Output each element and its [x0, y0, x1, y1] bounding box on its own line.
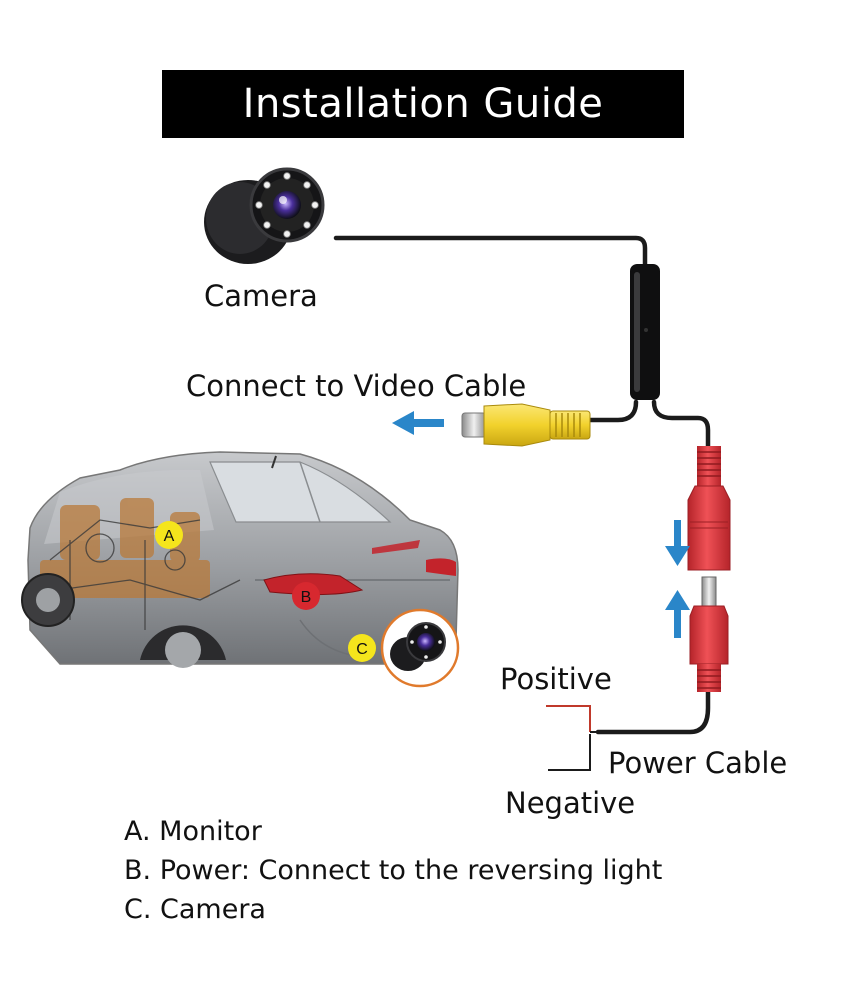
power-wires [546, 705, 600, 771]
camera-cable [333, 235, 711, 735]
legend-item-power: B. Power: Connect to the reversing light [124, 855, 663, 886]
cable-splitter [630, 264, 660, 400]
label-power-cable: Power Cable [608, 746, 788, 780]
dc-female-connector [687, 446, 731, 571]
marker-b: B [292, 582, 320, 610]
arrow-down-icon [665, 520, 690, 566]
page-title: Installation Guide [162, 70, 684, 138]
legend-item-camera: C. Camera [124, 894, 266, 925]
marker-c: C [348, 634, 376, 662]
arrow-left-icon [392, 411, 444, 435]
label-camera: Camera [204, 279, 318, 313]
marker-a: A [155, 521, 183, 549]
camera-device [204, 167, 325, 264]
rca-video-connector [461, 403, 591, 447]
legend-item-monitor: A. Monitor [124, 816, 262, 847]
svg-text:B: B [301, 589, 312, 606]
arrow-up-icon [665, 590, 690, 638]
camera-inset [380, 608, 460, 688]
svg-text:C: C [356, 641, 368, 658]
label-negative: Negative [505, 786, 636, 820]
legend: A. Monitor B. Power: Connect to the reve… [124, 812, 662, 929]
dc-male-connector [689, 576, 729, 692]
label-positive: Positive [500, 662, 612, 696]
label-video-cable: Connect to Video Cable [186, 369, 527, 403]
svg-text:A: A [164, 528, 175, 545]
